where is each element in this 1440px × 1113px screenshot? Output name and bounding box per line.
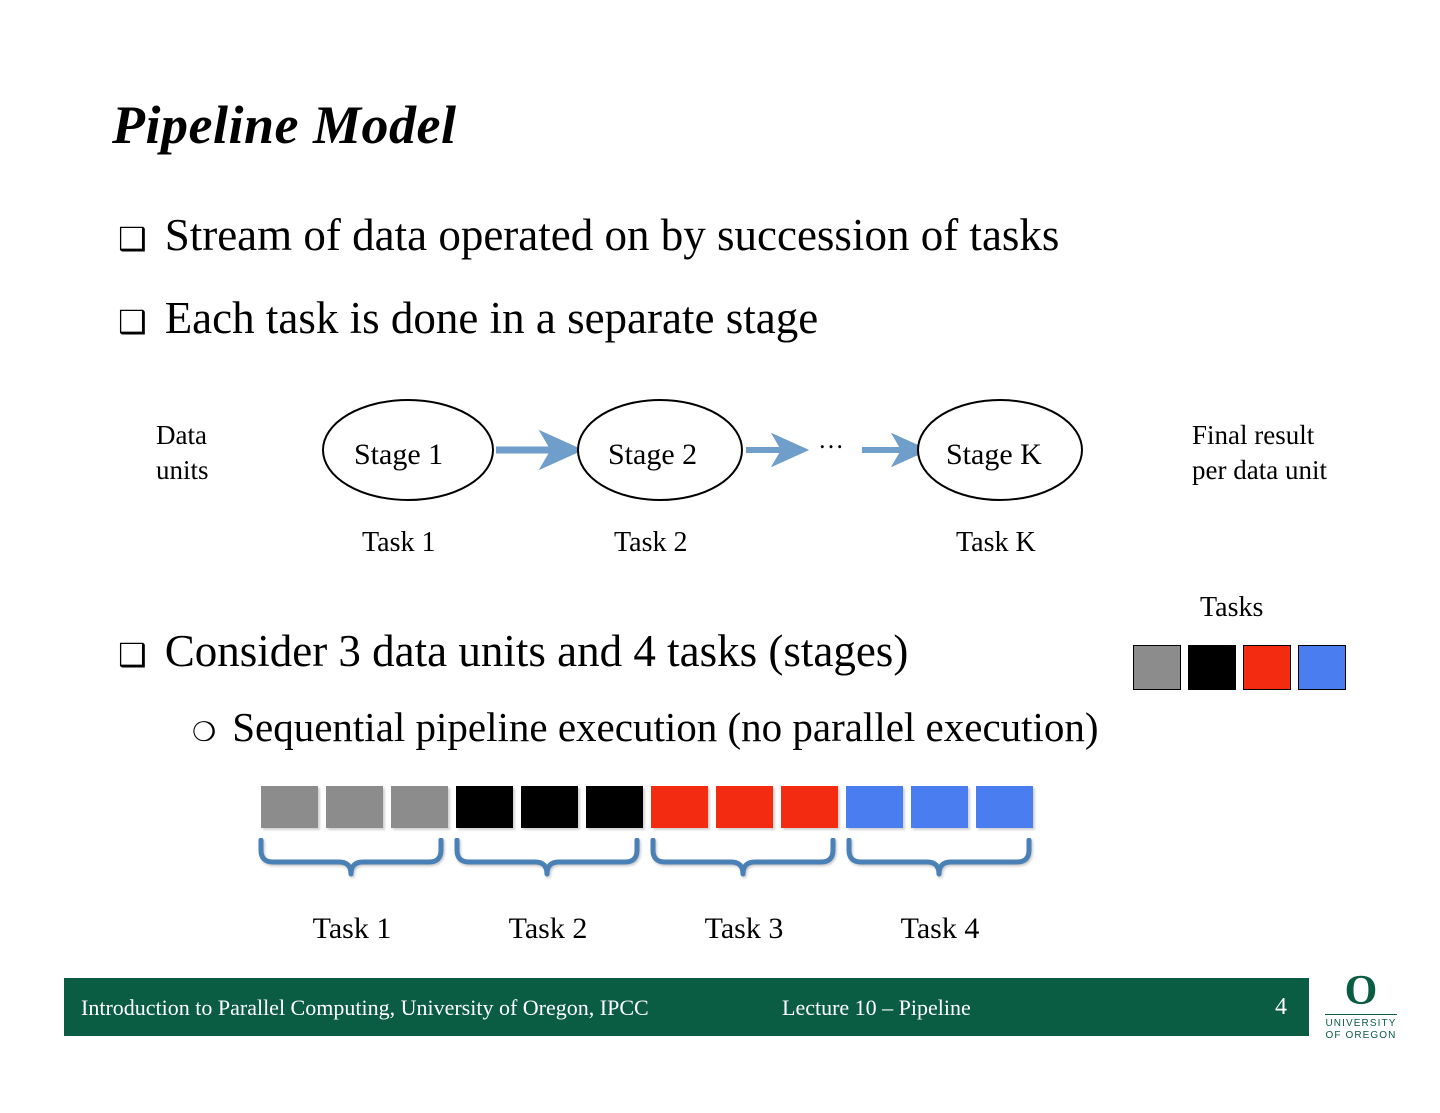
execution-block	[846, 786, 903, 828]
task-group-label-4: Task 4	[900, 912, 980, 945]
input-label-line-1: Data	[156, 420, 207, 450]
execution-block	[326, 786, 383, 828]
footer-bar: Introduction to Parallel Computing, Univ…	[64, 978, 1309, 1036]
task-group-braces	[255, 838, 1055, 900]
task-group-labels: Task 1 Task 2 Task 3 Task 4	[255, 912, 1055, 956]
square-bullet-icon: ❑	[118, 220, 147, 258]
stage-2-label: Stage 2	[608, 438, 698, 471]
legend-title: Tasks	[1200, 592, 1264, 623]
stage-2-task-label: Task 2	[614, 527, 688, 558]
logo-line-1: UNIVERSITY	[1325, 1017, 1397, 1029]
bullet-item-3: ❑ Consider 3 data units and 4 tasks (sta…	[118, 626, 909, 676]
execution-block	[456, 786, 513, 828]
stage-2-ellipse	[577, 399, 743, 501]
legend-swatch-row	[1133, 645, 1346, 690]
bullet-item-2-text: Each task is done in a separate stage	[164, 293, 819, 343]
execution-block	[716, 786, 773, 828]
brace-task-4	[849, 840, 1029, 874]
square-bullet-icon: ❑	[118, 636, 147, 674]
input-label-line-2: units	[156, 455, 209, 486]
legend-swatch-task-3	[1243, 645, 1291, 690]
sub-bullet-item-1-text: Sequential pipeline execution (no parall…	[232, 704, 1099, 750]
sub-bullet-item-1: ❍ Sequential pipeline execution (no para…	[192, 704, 1099, 750]
output-label-line-2: per data unit	[1192, 455, 1327, 486]
execution-block	[261, 786, 318, 828]
input-label: Data units	[156, 418, 209, 488]
legend-swatch-task-1	[1133, 645, 1181, 690]
legend-swatch-task-4	[1298, 645, 1346, 690]
execution-block	[911, 786, 968, 828]
bullet-item-3-text: Consider 3 data units and 4 tasks (stage…	[164, 626, 909, 676]
footer-lecture-text: Lecture 10 – Pipeline	[782, 995, 971, 1020]
execution-block	[781, 786, 838, 828]
output-label-line-1: Final result	[1192, 420, 1315, 450]
pipeline-diagram	[0, 385, 1440, 565]
execution-block	[391, 786, 448, 828]
stage-k-task-label: Task K	[956, 527, 1036, 558]
stage-k-ellipse	[917, 399, 1083, 501]
square-bullet-icon: ❑	[118, 303, 147, 341]
bullet-item-1-text: Stream of data operated on by succession…	[164, 210, 1060, 260]
stage-k-label: Stage K	[946, 438, 1042, 471]
brace-task-3	[653, 840, 833, 874]
logo-line-2: OF OREGON	[1325, 1030, 1397, 1042]
o-mark-icon: O	[1344, 968, 1378, 1014]
execution-block	[521, 786, 578, 828]
stage-1-ellipse	[322, 399, 494, 501]
bullet-item-1: ❑ Stream of data operated on by successi…	[118, 210, 1060, 260]
task-group-label-1: Task 1	[312, 912, 392, 945]
page-title: Pipeline Model	[112, 95, 457, 155]
brace-task-2	[457, 840, 637, 874]
task-group-label-3: Task 3	[704, 912, 784, 945]
output-label: Final result per data unit	[1192, 418, 1327, 488]
circle-bullet-icon: ❍	[192, 717, 217, 748]
slide-number: 4	[1275, 994, 1287, 1020]
stage-1-label: Stage 1	[354, 438, 444, 471]
execution-block	[976, 786, 1033, 828]
bullet-item-2: ❑ Each task is done in a separate stage	[118, 293, 819, 343]
brace-task-1	[261, 840, 441, 874]
sequential-execution-blocks	[261, 786, 1033, 828]
execution-block	[586, 786, 643, 828]
logo-divider	[1325, 1013, 1397, 1015]
legend-swatch-task-2	[1188, 645, 1236, 690]
university-of-oregon-logo: O UNIVERSITY OF OREGON	[1318, 968, 1404, 1044]
ellipsis-label: …	[818, 425, 845, 454]
footer-course-text: Introduction to Parallel Computing, Univ…	[81, 995, 649, 1020]
execution-block	[651, 786, 708, 828]
task-group-label-2: Task 2	[508, 912, 588, 945]
stage-1-task-label: Task 1	[362, 527, 436, 558]
